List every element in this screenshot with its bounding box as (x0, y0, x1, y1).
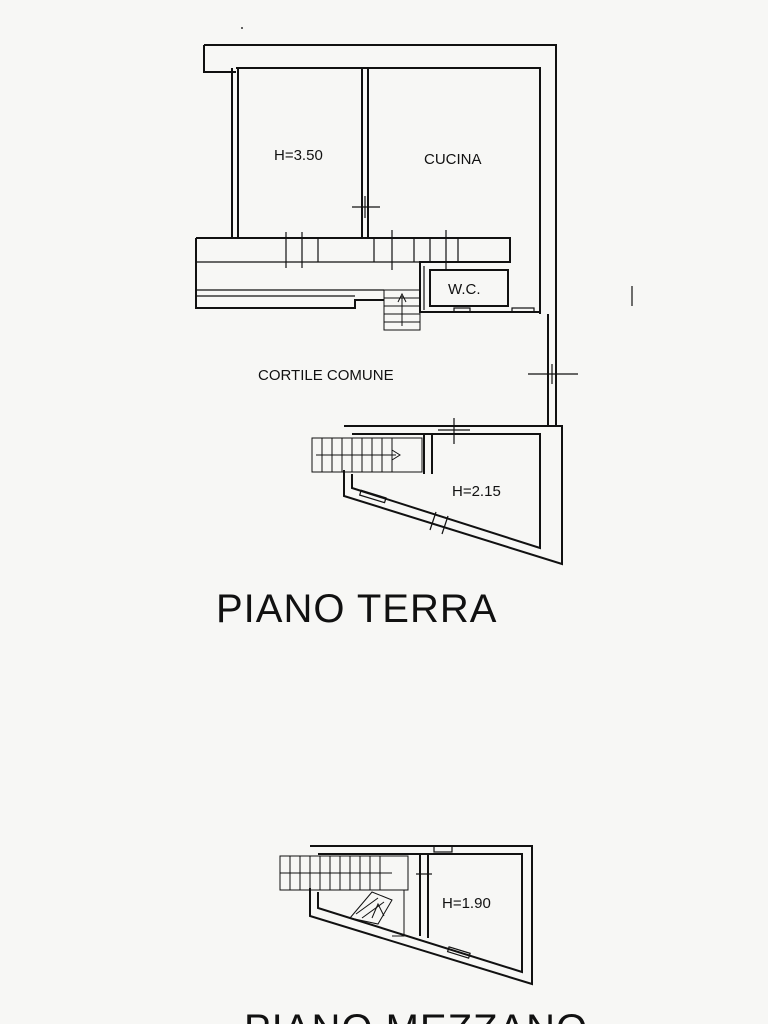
south-wall-inner (196, 261, 420, 291)
room-height-main-label: H=3.50 (274, 147, 323, 164)
mezzanine-stair (279, 855, 409, 937)
mezzanine-room-height-label: H=1.90 (442, 895, 491, 912)
courtyard-label: CORTILE COMUNE (258, 367, 394, 384)
scan-dot (241, 27, 243, 29)
annex-walls (343, 425, 563, 566)
mezzanine-window-bottom (446, 946, 471, 959)
ground-floor-title: PIANO TERRA (216, 587, 497, 631)
north-wall (203, 44, 557, 314)
west-wall (231, 68, 239, 238)
annex-window-mark-2 (441, 515, 449, 535)
annex-inner (351, 433, 541, 550)
courtyard-east-wall (547, 314, 557, 426)
mezzanine-floor-title: PIANO MEZZANO (244, 1007, 588, 1024)
mezzanine-partition (419, 854, 429, 938)
wc-label: W.C. (448, 281, 481, 298)
ground-floor-plan: H=3.50 CUCINA W.C. CORTILE COMUNE H=2.15… (195, 44, 578, 631)
mezzanine-floor-plan: H=1.90 PIANO MEZZANO (244, 845, 588, 1024)
north-wall-inner (236, 67, 541, 314)
wc-window-2 (511, 307, 535, 313)
room-height-annex-label: H=2.15 (452, 483, 501, 500)
top-left-edge (203, 45, 236, 73)
mezzanine-window-top (433, 845, 453, 853)
annex-window (358, 489, 387, 504)
kitchen-label: CUCINA (424, 151, 482, 168)
mezzanine-inner-walls (317, 853, 523, 974)
wc-window (453, 307, 471, 313)
annex-window-mark-1 (429, 511, 437, 531)
partition-wall (361, 68, 369, 238)
mezzanine-outer-walls (309, 845, 533, 986)
annex-stair (311, 437, 423, 473)
entry-stair (383, 289, 421, 331)
